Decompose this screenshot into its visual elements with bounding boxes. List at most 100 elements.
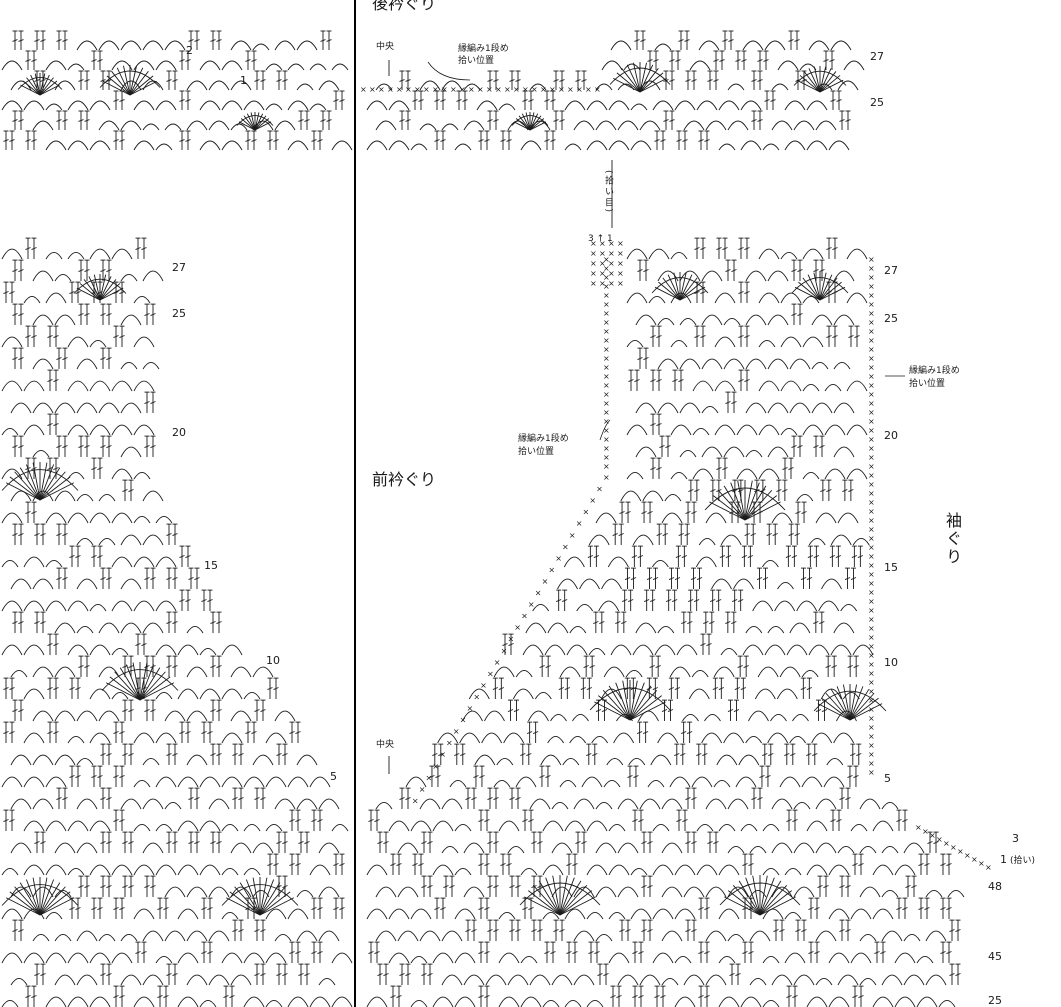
svg-text:×: ×	[868, 507, 875, 516]
svg-text:×: ×	[868, 579, 875, 588]
svg-text:×: ×	[608, 269, 615, 278]
svg-text:×: ×	[868, 633, 875, 642]
svg-text:×: ×	[868, 426, 875, 435]
svg-text:×: ×	[542, 577, 549, 586]
back-neckline-title: 後衿ぐり	[372, 0, 437, 13]
svg-text:×: ×	[868, 498, 875, 507]
svg-text:×: ×	[589, 496, 596, 505]
svg-text:×: ×	[548, 565, 555, 574]
svg-text:×: ×	[603, 435, 610, 444]
svg-text:×: ×	[555, 554, 562, 563]
pickup-note-right-1: 縁編み1段め	[909, 366, 960, 376]
svg-text:×: ×	[868, 471, 875, 480]
svg-text:×: ×	[450, 85, 457, 94]
svg-text:×: ×	[603, 372, 610, 381]
svg-text:×: ×	[868, 291, 875, 300]
svg-text:×: ×	[868, 372, 875, 381]
svg-text:×: ×	[608, 249, 615, 258]
armhole-label: 袖ぐり	[943, 512, 962, 566]
svg-text:×: ×	[603, 417, 610, 426]
svg-text:×: ×	[599, 249, 606, 258]
svg-text:×: ×	[405, 85, 412, 94]
svg-text:×: ×	[929, 831, 936, 840]
svg-text:×: ×	[868, 552, 875, 561]
svg-text:×: ×	[504, 85, 511, 94]
row-number: 1	[1000, 853, 1007, 866]
pickup-note-top-1: 縁編み1段め	[458, 44, 509, 54]
svg-text:×: ×	[599, 269, 606, 278]
svg-text:×: ×	[590, 279, 597, 288]
svg-text:×: ×	[868, 624, 875, 633]
row-number: 25	[172, 307, 186, 320]
svg-text:×: ×	[868, 678, 875, 687]
svg-text:×: ×	[617, 249, 624, 258]
svg-text:×: ×	[868, 687, 875, 696]
svg-text:×: ×	[590, 239, 597, 248]
svg-text:×: ×	[985, 863, 992, 872]
svg-text:×: ×	[915, 823, 922, 832]
svg-text:×: ×	[419, 785, 426, 794]
svg-text:×: ×	[868, 615, 875, 624]
svg-text:×: ×	[936, 835, 943, 844]
svg-text:×: ×	[868, 696, 875, 705]
row-number: 5	[884, 772, 891, 785]
svg-text:×: ×	[868, 570, 875, 579]
svg-text:×: ×	[459, 85, 466, 94]
svg-text:×: ×	[603, 363, 610, 372]
svg-text:×: ×	[486, 85, 493, 94]
svg-text:×: ×	[603, 318, 610, 327]
lace-band-back-neck-right: ×××××××××××××××××××××××××××	[360, 30, 865, 151]
svg-text:×: ×	[396, 85, 403, 94]
svg-text:×: ×	[868, 417, 875, 426]
row-number: 48	[988, 880, 1002, 893]
svg-text:×: ×	[868, 318, 875, 327]
svg-text:×: ×	[617, 269, 624, 278]
svg-text:×: ×	[603, 453, 610, 462]
svg-text:×: ×	[868, 732, 875, 741]
svg-text:×: ×	[603, 426, 610, 435]
svg-text:×: ×	[868, 651, 875, 660]
svg-text:×: ×	[868, 588, 875, 597]
row-number: 20	[884, 429, 898, 442]
svg-text:×: ×	[596, 485, 603, 494]
center-marker-bottom: 中央	[376, 740, 395, 750]
svg-text:×: ×	[608, 279, 615, 288]
svg-text:×: ×	[868, 363, 875, 372]
svg-text:×: ×	[868, 453, 875, 462]
svg-text:×: ×	[439, 750, 446, 759]
svg-text:×: ×	[868, 264, 875, 273]
svg-text:×: ×	[868, 354, 875, 363]
svg-text:×: ×	[412, 796, 419, 805]
svg-text:×: ×	[446, 739, 453, 748]
svg-text:×: ×	[603, 473, 610, 482]
svg-text:×: ×	[603, 390, 610, 399]
svg-text:×: ×	[617, 279, 624, 288]
svg-text:×: ×	[514, 623, 521, 632]
svg-text:×: ×	[978, 859, 985, 868]
svg-text:×: ×	[868, 309, 875, 318]
svg-text:×: ×	[528, 600, 535, 609]
svg-text:×: ×	[369, 85, 376, 94]
svg-text:×: ×	[868, 642, 875, 651]
row-number: 3	[1012, 832, 1019, 845]
svg-text:×: ×	[599, 259, 606, 268]
svg-text:×: ×	[868, 462, 875, 471]
svg-text:×: ×	[441, 85, 448, 94]
svg-text:×: ×	[521, 612, 528, 621]
svg-text:×: ×	[617, 239, 624, 248]
pickup-small-note: (拾い)	[1010, 856, 1036, 866]
svg-text:×: ×	[480, 681, 487, 690]
svg-text:×: ×	[603, 291, 610, 300]
row-number: 25	[870, 96, 884, 109]
svg-text:×: ×	[868, 390, 875, 399]
row-number: 10	[266, 654, 280, 667]
svg-text:×: ×	[599, 279, 606, 288]
pickup-note-left-2: 拾い位置	[518, 447, 555, 457]
svg-text:×: ×	[957, 847, 964, 856]
svg-text:×: ×	[868, 525, 875, 534]
svg-text:×: ×	[868, 345, 875, 354]
row-number: 1	[240, 74, 247, 87]
svg-text:×: ×	[549, 85, 556, 94]
svg-text:×: ×	[540, 85, 547, 94]
